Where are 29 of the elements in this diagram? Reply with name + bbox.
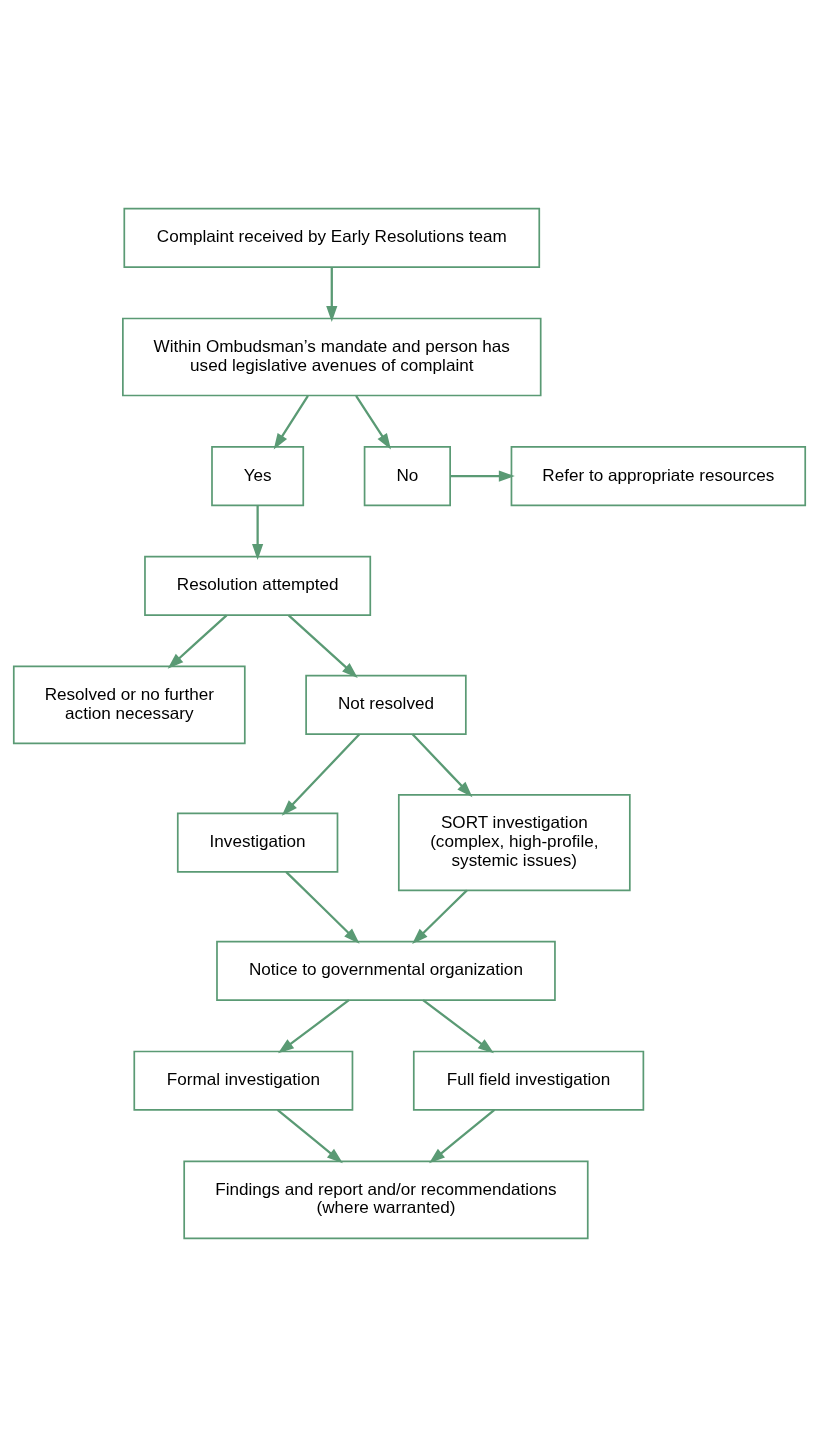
- node-box: SORT investigation (complex, high-profile, systemic issues): [397, 793, 631, 891]
- arrow: [281, 733, 361, 816]
- arrow: [276, 1108, 343, 1163]
- node-box: Full field investigation: [412, 1050, 645, 1111]
- node-box: Investigation: [176, 812, 339, 873]
- node-box: Resolved or no further action necessary: [12, 665, 246, 744]
- node-box: Notice to governmental organization: [216, 940, 556, 1001]
- arrow: [287, 614, 358, 678]
- node-box: Refer to appropriate resources: [510, 445, 807, 506]
- arrow: [411, 733, 473, 797]
- arrow: [412, 889, 468, 944]
- node-box: Within Ombudsman’s mandate and person has used legislative avenues of complaint: [122, 317, 542, 396]
- arrow: [450, 470, 515, 482]
- node-box: Formal investigation: [133, 1050, 354, 1111]
- node-box: Yes: [211, 445, 305, 506]
- arrow: [278, 998, 350, 1053]
- arrow: [326, 267, 338, 322]
- node-box: Complaint received by Early Resolutions team: [123, 207, 541, 268]
- node-box: Not resolved: [305, 674, 467, 735]
- arrow: [429, 1108, 496, 1163]
- node-box: No: [363, 445, 451, 506]
- arrow: [167, 614, 228, 669]
- arrow: [285, 870, 360, 944]
- arrow: [252, 505, 264, 560]
- node-box: Findings and report and/or recommendations (where warranted): [183, 1159, 589, 1239]
- node-box: Resolution attempted: [144, 555, 372, 616]
- arrow: [422, 998, 494, 1053]
- arrow: [355, 394, 391, 449]
- arrow: [273, 394, 309, 449]
